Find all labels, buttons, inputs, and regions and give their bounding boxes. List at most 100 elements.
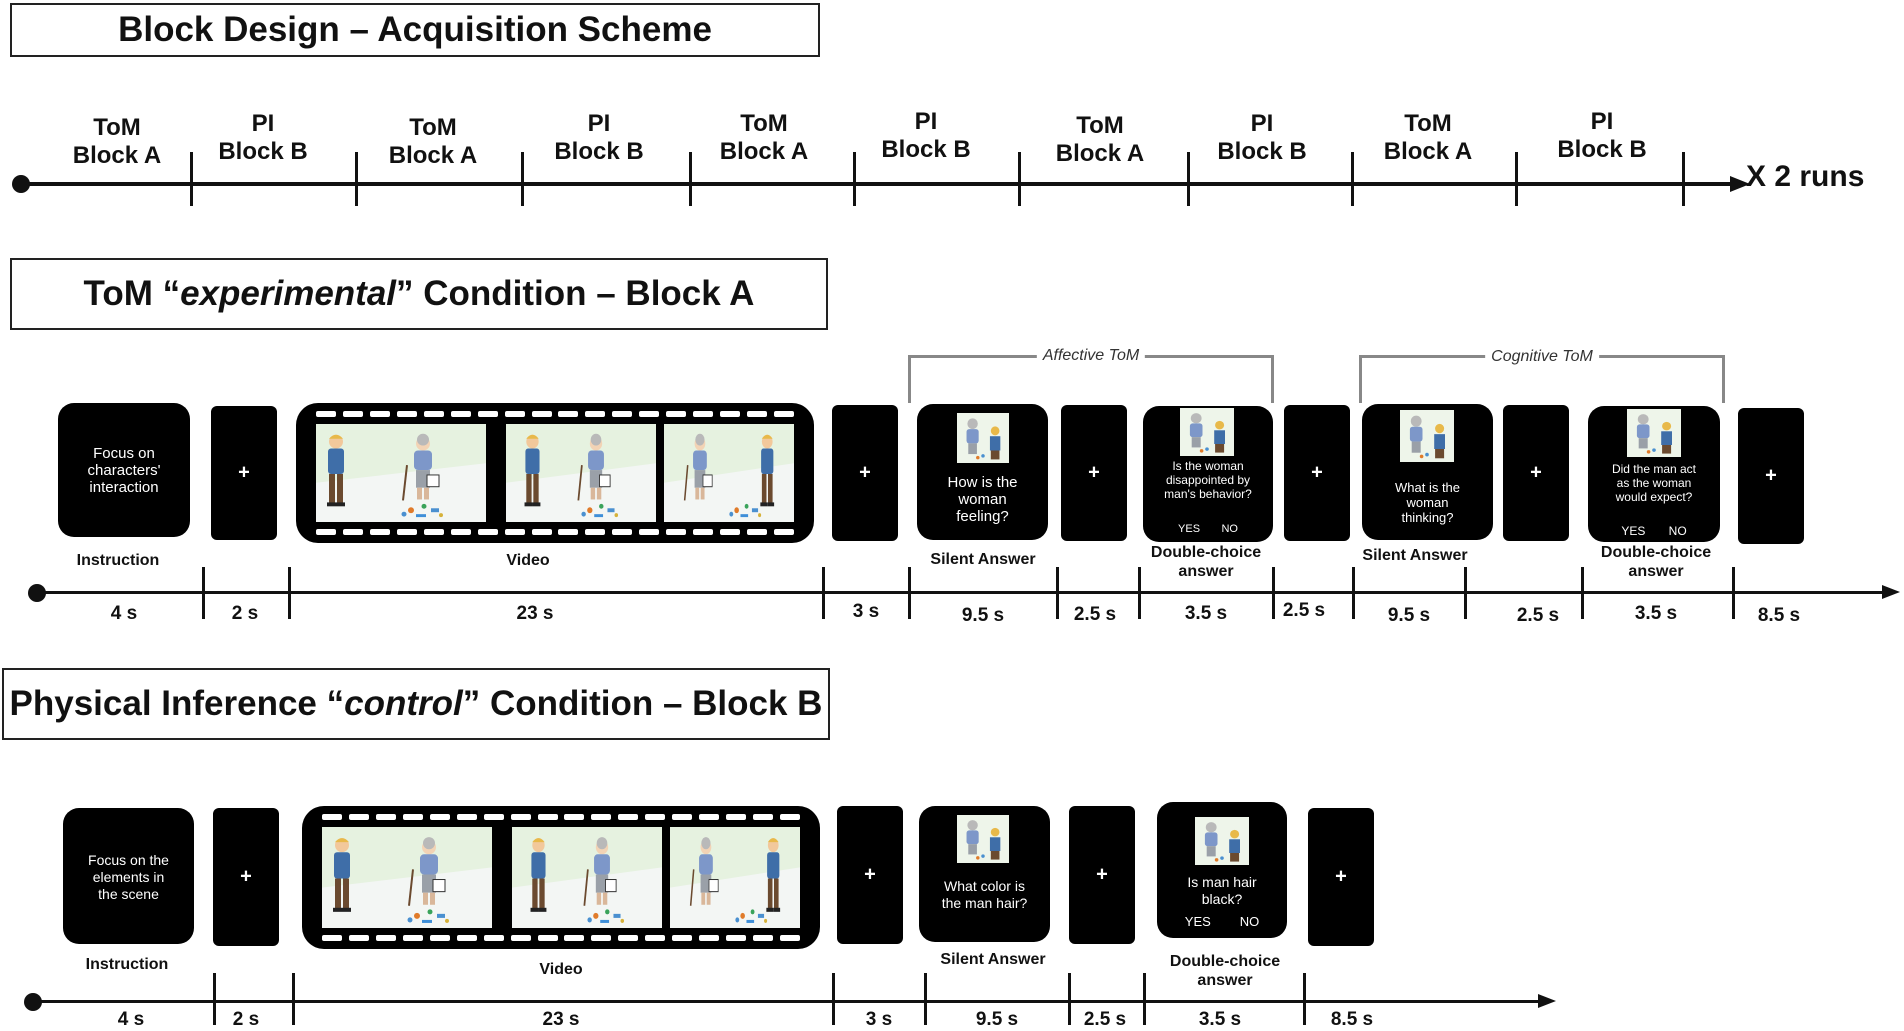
film-perforation: [585, 411, 606, 417]
phase-boundary-tick: [292, 973, 295, 1025]
film-perforation: [666, 411, 687, 417]
film-perforation: [774, 411, 794, 417]
phase-boundary-tick: [1272, 567, 1275, 619]
film-perforation: [720, 529, 741, 535]
duration-label: 3.5 s: [1184, 603, 1228, 624]
duration-label: 9.5 s: [1387, 605, 1431, 626]
film-perforation: [342, 411, 363, 417]
duration-label: 9.5 s: [975, 1009, 1019, 1030]
duration-label: 3 s: [865, 1009, 893, 1030]
block-boundary-tick: [1515, 152, 1518, 206]
phase-boundary-tick: [924, 973, 927, 1025]
block-boundary-tick: [521, 152, 524, 206]
section3-timeline: [32, 1000, 1542, 1003]
yes-option[interactable]: YES: [1178, 523, 1201, 535]
label-instruction: Instruction: [85, 956, 169, 973]
label-video: Video: [506, 552, 550, 569]
fixation-screen: +: [837, 806, 903, 944]
video-frame: [322, 827, 492, 928]
fixation-screen: +: [1284, 405, 1350, 541]
film-perforation: [666, 529, 687, 535]
scene-thumbnail: [1180, 408, 1234, 456]
film-perforation: [612, 411, 633, 417]
film-perforation: [456, 935, 477, 941]
film-perforation: [699, 935, 720, 941]
phase-boundary-tick: [1056, 567, 1059, 619]
film-perforation: [558, 529, 579, 535]
label-video: Video: [539, 961, 583, 978]
film-perforation: [591, 814, 612, 820]
film-perforation: [564, 935, 585, 941]
film-perforation: [585, 529, 606, 535]
film-perforation: [423, 529, 444, 535]
label-silent-answer: Silent Answer: [1362, 547, 1468, 564]
film-perforation: [369, 411, 390, 417]
section3-title: Physical Inference “control” Condition –…: [2, 668, 830, 740]
timeline-arrowhead: [1882, 585, 1900, 599]
phase-boundary-tick: [1138, 567, 1141, 619]
film-perforation: [537, 814, 558, 820]
fixation-screen: +: [1503, 405, 1569, 541]
film-perforation: [747, 411, 768, 417]
yes-option[interactable]: YES: [1621, 524, 1646, 538]
film-perforation: [316, 411, 336, 417]
fixation-screen: +: [211, 406, 277, 540]
film-perforation: [504, 529, 525, 535]
block-boundary-tick: [355, 152, 358, 206]
film-perforation: [537, 935, 558, 941]
timeline-arrowhead: [1730, 176, 1750, 192]
film-perforation: [504, 411, 525, 417]
duration-label: 9.5 s: [961, 605, 1005, 626]
block-boundary-tick: [190, 152, 193, 206]
label-silent-answer: Silent Answer: [930, 551, 1036, 568]
fixation-screen: +: [1308, 808, 1374, 946]
phase-boundary-tick: [1464, 567, 1467, 619]
film-perforation: [322, 935, 342, 941]
duration-label: 3.5 s: [1198, 1009, 1242, 1030]
film-perforation: [316, 529, 336, 535]
film-perforation: [348, 814, 369, 820]
duration-label: 4 s: [117, 1009, 145, 1030]
video-frame: [316, 424, 486, 522]
scene-thumbnail: [957, 815, 1009, 863]
duration-label: 3.5 s: [1634, 603, 1678, 624]
phase-boundary-tick: [832, 973, 835, 1025]
video-frame: [670, 827, 800, 928]
film-perforation: [348, 935, 369, 941]
cognitive-tom-label: Cognitive ToM: [1485, 348, 1599, 366]
timeline-arrowhead: [1538, 994, 1556, 1008]
fixation-screen: +: [1069, 806, 1135, 944]
scene-thumbnail: [1400, 410, 1454, 462]
instruction-screen: Focus on the elements in the scene: [63, 808, 194, 944]
film-perforation: [645, 814, 666, 820]
video-filmstrip: [302, 806, 820, 949]
no-option[interactable]: NO: [1668, 524, 1687, 538]
yes-option[interactable]: YES: [1184, 914, 1211, 929]
film-perforation: [645, 935, 666, 941]
label-silent-answer: Silent Answer: [940, 951, 1046, 968]
double-choice-screen: Is the woman disappointed by man's behav…: [1143, 406, 1273, 542]
film-perforation: [753, 935, 774, 941]
film-perforation: [375, 814, 396, 820]
film-perforation: [456, 814, 477, 820]
phase-boundary-tick: [1581, 567, 1584, 619]
duration-label: 2 s: [231, 603, 259, 624]
video-frame: [664, 424, 794, 522]
film-perforation: [429, 814, 450, 820]
film-perforation: [450, 411, 471, 417]
film-perforation: [672, 814, 693, 820]
phase-boundary-tick: [1352, 567, 1355, 619]
no-option[interactable]: NO: [1239, 914, 1260, 929]
no-option[interactable]: NO: [1221, 523, 1238, 535]
film-perforation: [450, 529, 471, 535]
duration-label: 2 s: [232, 1009, 260, 1030]
duration-label: 2.5 s: [1282, 600, 1326, 621]
